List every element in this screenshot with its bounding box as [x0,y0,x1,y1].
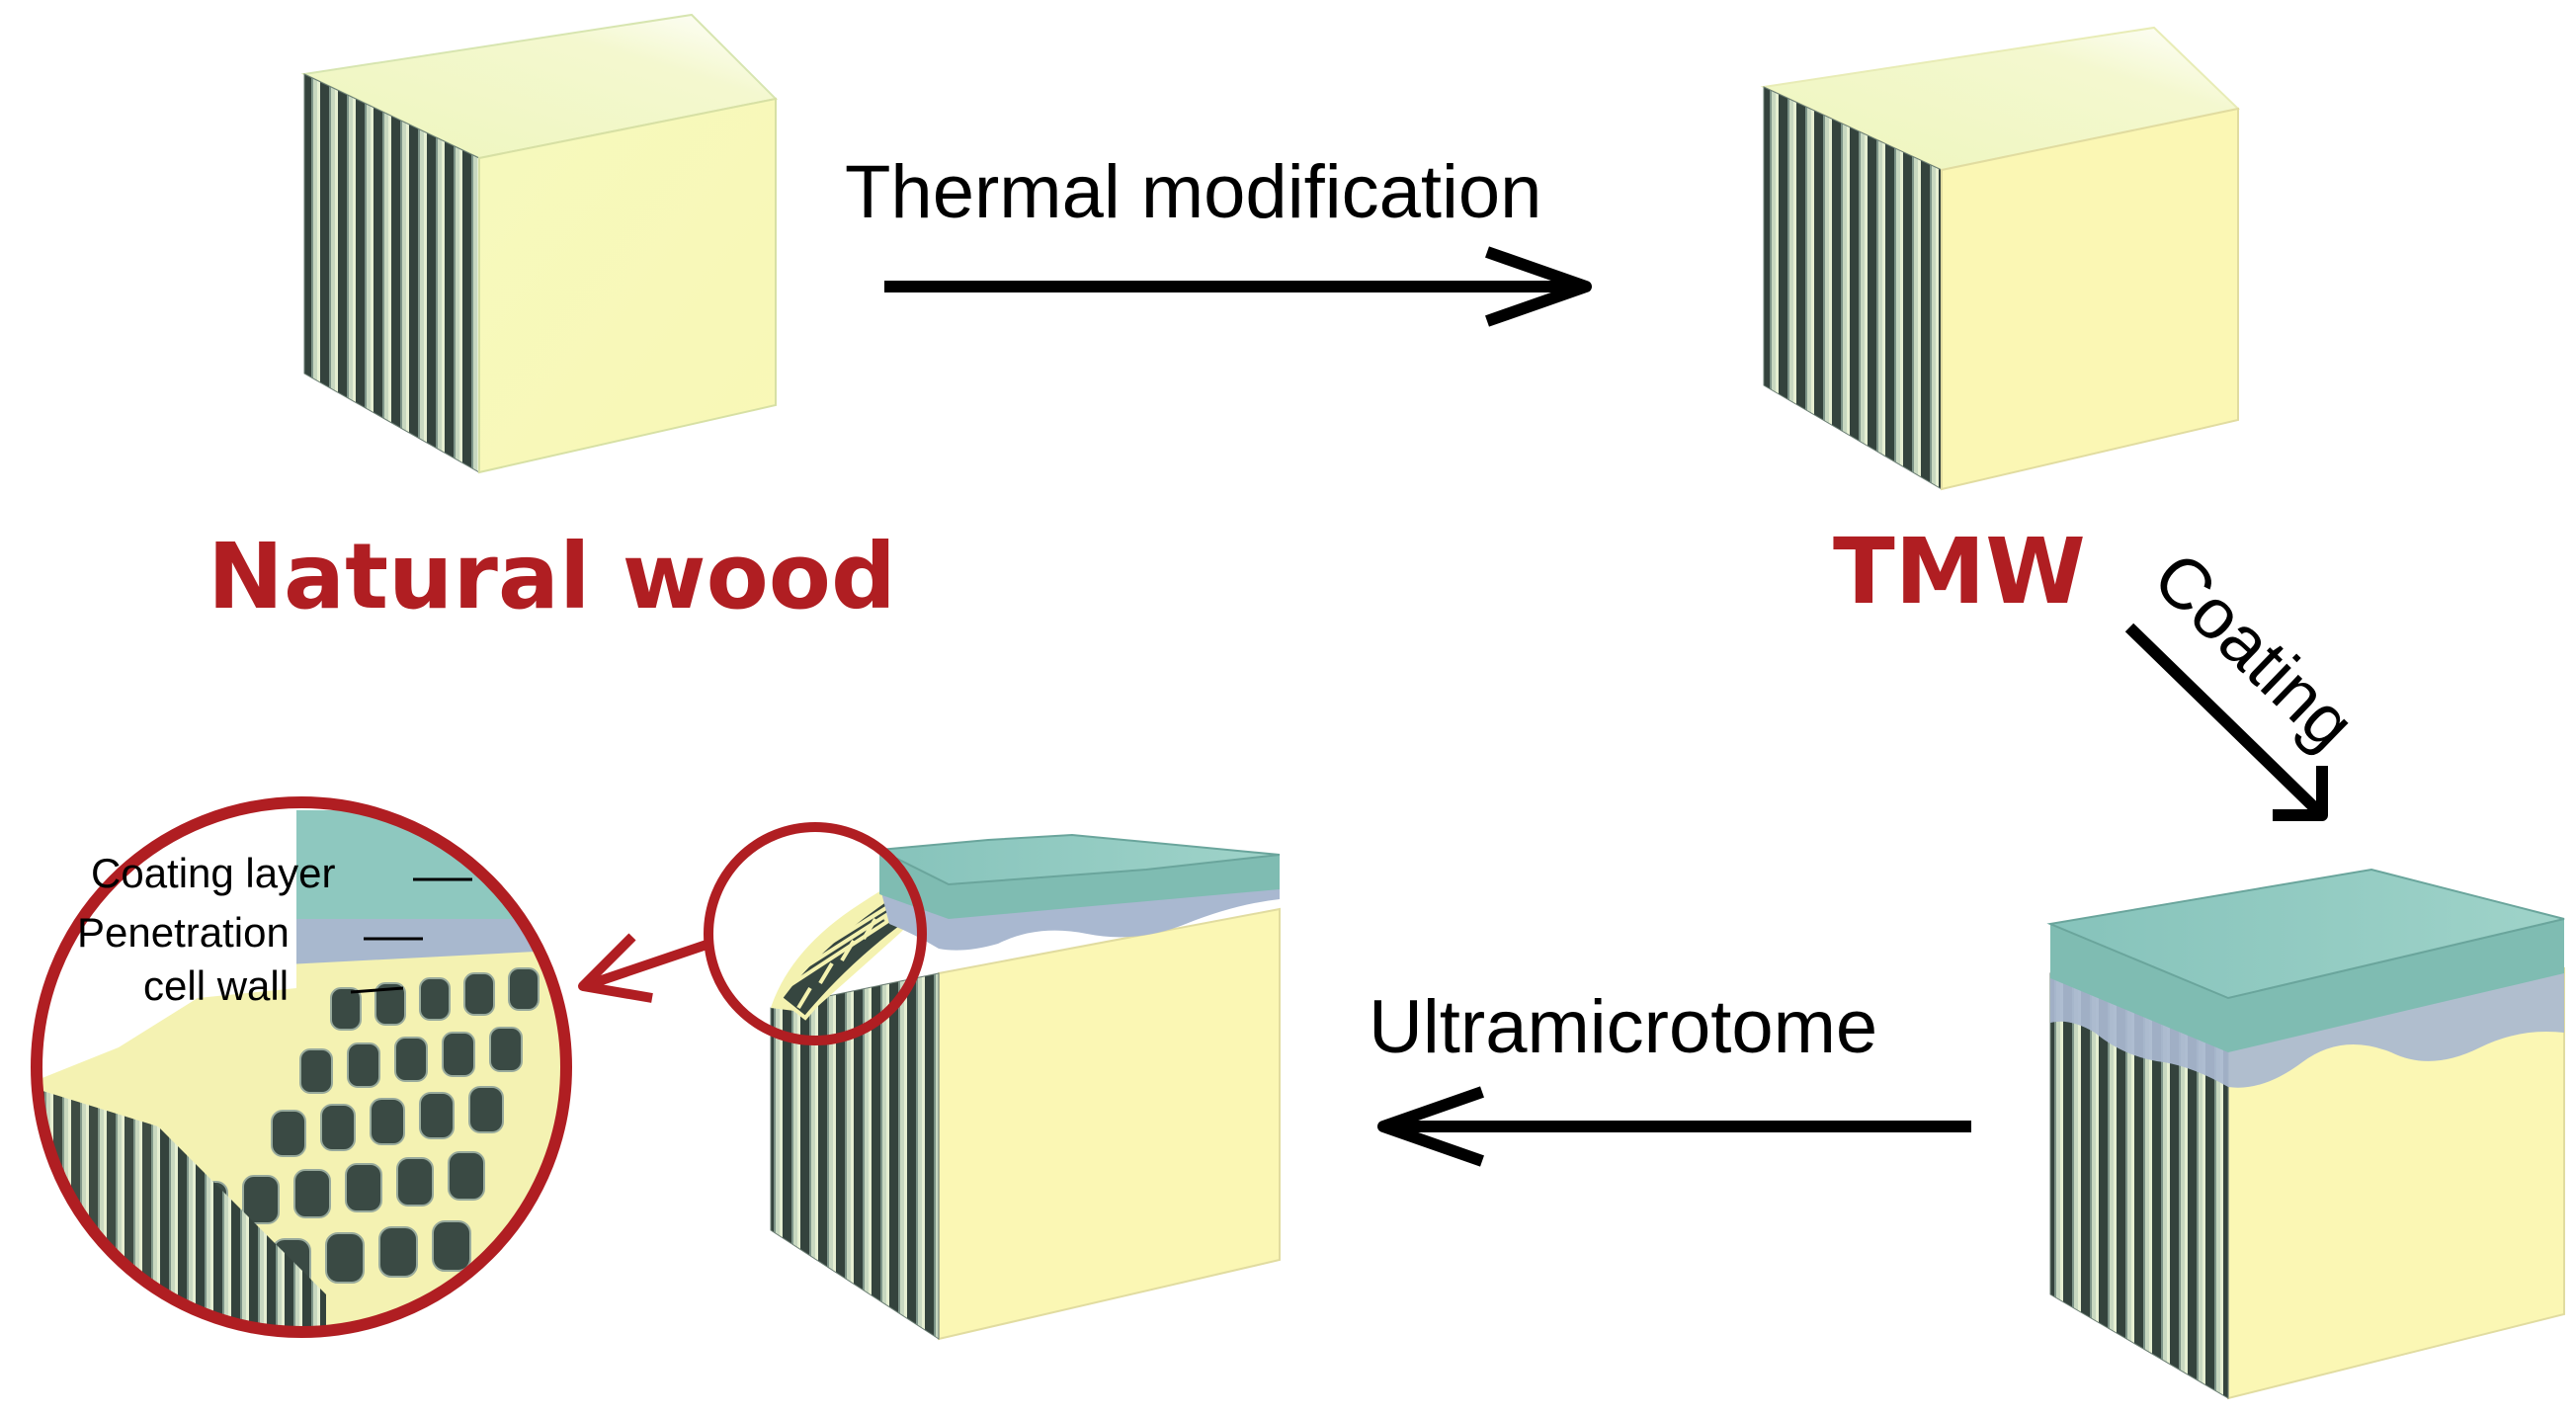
tmw-label: TMW [1833,519,2086,625]
coating-layer-label: Coating layer [91,850,335,896]
zoom-arrow [578,933,711,1003]
thermal-modification-arrow [884,246,1592,327]
ultramicrotome-label: Ultramicrotome [1369,985,1877,1069]
natural-wood-label: Natural wood [208,524,896,629]
thermal-modification-label: Thermal modification [845,150,1541,234]
cell-wall-label: cell wall [143,962,289,1009]
natural-wood-cube [300,13,779,474]
zoom-labels: Coating layer Penetration cell wall [77,850,472,1009]
tmw-cube [1760,26,2241,491]
coated-wood-cube [2046,868,2565,1400]
ultramicrotome-arrow [1377,1086,1971,1167]
coating-arrow [2124,623,2328,821]
zoom-region-marker [704,822,927,1045]
coating-label: Coating [2138,538,2369,765]
zoom-detail [31,796,572,1338]
sectioned-wood-cube [770,833,1281,1341]
penetration-label: Penetration [77,909,290,956]
